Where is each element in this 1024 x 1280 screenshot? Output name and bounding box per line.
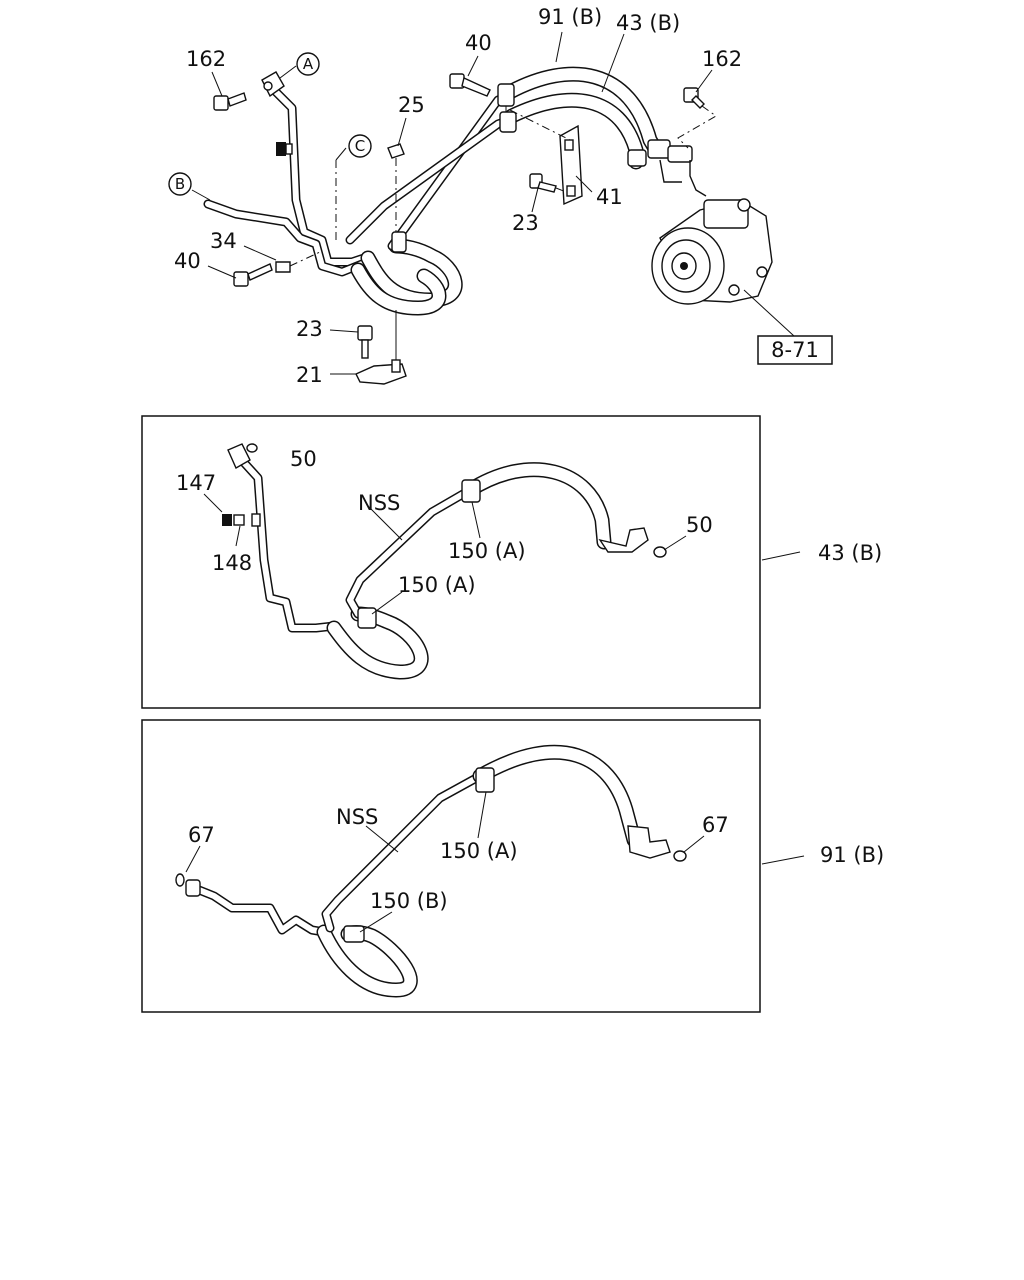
panel-43b: 50 147 148 NSS 150 (A) 150 (A) 50 43 (B) <box>141 415 882 709</box>
bolt-40-top <box>449 73 491 97</box>
bracket-21 <box>355 310 407 385</box>
bolt-23-low <box>357 325 373 359</box>
label-150a-top: 150 (A) <box>448 539 526 563</box>
bolt-162-right <box>677 87 717 149</box>
label-panel-43b: 43 (B) <box>818 541 882 565</box>
ref-8-71-text: 8-71 <box>771 338 819 362</box>
label-67-left: 67 <box>188 823 215 847</box>
ref-box-8-71: 8-71 <box>757 335 833 365</box>
label-150a-low: 150 (A) <box>398 573 476 597</box>
label-148: 148 <box>212 551 252 575</box>
label-150a-91b: 150 (A) <box>440 839 518 863</box>
compressor-hoses <box>502 66 664 170</box>
label-panel-91b: 91 (B) <box>820 843 884 867</box>
panel-43b-valve <box>222 513 261 527</box>
circle-label-a: A <box>296 52 320 76</box>
clamp-34 <box>275 251 321 273</box>
label-25: 25 <box>398 93 425 117</box>
label-nss-91b: NSS <box>336 805 378 829</box>
panel-91b-pipe <box>175 744 687 998</box>
upper-clamp <box>497 83 517 133</box>
label-34: 34 <box>210 229 237 253</box>
label-23-mid: 23 <box>512 211 539 235</box>
panel-91b-leaders <box>185 791 805 933</box>
label-41: 41 <box>596 185 623 209</box>
label-162-left: 162 <box>186 47 226 71</box>
bolt-23-mid <box>529 173 567 193</box>
discharge-pipe <box>267 83 375 267</box>
nut-25 <box>387 143 407 253</box>
flange-a <box>261 71 285 98</box>
circle-a-text: A <box>303 55 314 73</box>
bolt-40-left <box>233 263 273 287</box>
label-nss-43b: NSS <box>358 491 400 515</box>
label-23-low: 23 <box>296 317 323 341</box>
label-91b: 91 (B) <box>538 5 602 29</box>
label-162-right: 162 <box>702 47 742 71</box>
label-21: 21 <box>296 363 323 387</box>
compressor-fittings <box>627 139 707 197</box>
upper-metal-lines <box>345 91 515 251</box>
compressor <box>651 198 773 305</box>
label-40-left: 40 <box>174 249 201 273</box>
bracket-41 <box>509 109 583 206</box>
circle-label-c: C <box>348 134 372 158</box>
label-50-right: 50 <box>686 513 713 537</box>
service-valve <box>276 142 293 156</box>
label-150b: 150 (B) <box>370 889 448 913</box>
suction-pipe <box>203 199 367 277</box>
label-40-top: 40 <box>465 31 492 55</box>
panel-91b: NSS 67 150 (A) 67 150 (B) 91 (B) <box>141 719 884 1013</box>
label-50-top: 50 <box>290 447 317 471</box>
top-leaders <box>191 31 795 375</box>
panel-43b-leaders <box>203 493 801 615</box>
hose-loops <box>350 238 463 316</box>
label-67-right: 67 <box>702 813 729 837</box>
panel-43b-pipe <box>227 443 667 680</box>
label-147: 147 <box>176 471 216 495</box>
top-assembly: A C B 162 40 91 (B) 43 (B) 162 25 41 23 … <box>168 5 833 387</box>
circle-b-text: B <box>175 175 185 193</box>
circle-c-text: C <box>355 137 365 155</box>
bolt-162-left <box>213 92 247 111</box>
label-43b: 43 (B) <box>616 11 680 35</box>
circle-label-b: B <box>168 172 192 196</box>
